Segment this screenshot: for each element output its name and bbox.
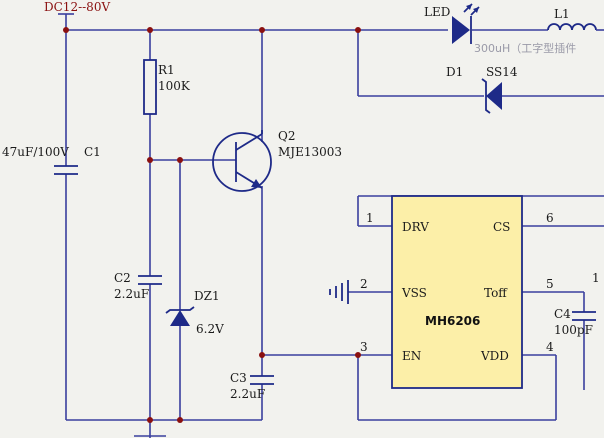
- ic-pin-num-6: 6: [546, 211, 554, 225]
- dz1-value-label: 6.2V: [196, 322, 224, 336]
- l1-ref-label: L1: [554, 7, 570, 21]
- ic-pin-name-en: EN: [402, 349, 421, 363]
- q2-value-label: MJE13003: [278, 145, 342, 159]
- ic-pin-num-5: 5: [546, 277, 554, 291]
- ic-name: MH6206: [425, 314, 480, 328]
- capacitor-c3: [250, 375, 274, 385]
- r1-ref-label: R1: [158, 63, 175, 77]
- supply-label: DC12--80V: [44, 0, 110, 14]
- ic-pin-num-1: 1: [366, 211, 374, 225]
- ground-symbol: [329, 280, 349, 304]
- resistor-r1: [143, 59, 157, 115]
- junction-dot: [147, 417, 153, 423]
- ic-pin-num-2: 2: [360, 277, 368, 291]
- ic-pin-name-vss: VSS: [401, 286, 427, 300]
- junction-dot: [355, 27, 361, 33]
- r1-value-label: 100K: [158, 79, 191, 93]
- junction-dot: [355, 352, 361, 358]
- capacitor-c2: [138, 275, 162, 285]
- edge-label: 1: [592, 271, 600, 285]
- junction-dot: [147, 27, 153, 33]
- led-diode: [452, 3, 480, 44]
- dz1-ref-label: DZ1: [194, 289, 220, 303]
- l1-value-label: 300uH（工字型插件: [474, 41, 576, 55]
- ic-pin-name-toff: Toff: [484, 286, 508, 300]
- wires: [58, 13, 604, 438]
- transistor-q2: [212, 130, 272, 192]
- capacitor-c4: [572, 311, 596, 321]
- ic-mh6206: MH6206 DRV VSS EN VDD Toff CS 1 2 3 4 5 …: [360, 195, 554, 389]
- junction-dots: [63, 27, 361, 423]
- c4-ref-label: C4: [554, 307, 571, 321]
- ic-pin-name-vdd: VDD: [480, 349, 509, 363]
- d1-ref-label: D1: [446, 65, 463, 79]
- c4-value-label: 100pF: [554, 323, 593, 337]
- ic-body: [391, 195, 523, 389]
- ic-pin-name-drv: DRV: [402, 220, 429, 234]
- zener-diode-dz1: [165, 306, 195, 326]
- c2-ref-label: C2: [114, 271, 131, 285]
- ic-pin-name-cs: CS: [493, 220, 510, 234]
- inductor-l1: [547, 23, 604, 31]
- junction-dot: [177, 157, 183, 163]
- c1-value-label: 47uF/100V: [2, 145, 69, 159]
- led-ref-label: LED: [424, 5, 450, 19]
- q2-ref-label: Q2: [278, 129, 295, 143]
- junction-dot: [259, 352, 265, 358]
- junction-dot: [177, 417, 183, 423]
- diode-d1: [481, 78, 502, 114]
- d1-value-label: SS14: [486, 65, 518, 79]
- labels: DC12--80V 47uF/100V C1 R1 100K Q2 MJE130…: [2, 0, 600, 401]
- c1-ref-label: C1: [84, 145, 101, 159]
- ic-pin-num-4: 4: [546, 340, 554, 354]
- ic-pin-num-3: 3: [360, 340, 368, 354]
- c3-value-label: 2.2uF: [230, 387, 265, 401]
- capacitor-c1: [54, 165, 78, 175]
- junction-dot: [63, 27, 69, 33]
- c3-ref-label: C3: [230, 371, 247, 385]
- junction-dot: [259, 27, 265, 33]
- c2-value-label: 2.2uF: [114, 287, 149, 301]
- junction-dot: [147, 157, 153, 163]
